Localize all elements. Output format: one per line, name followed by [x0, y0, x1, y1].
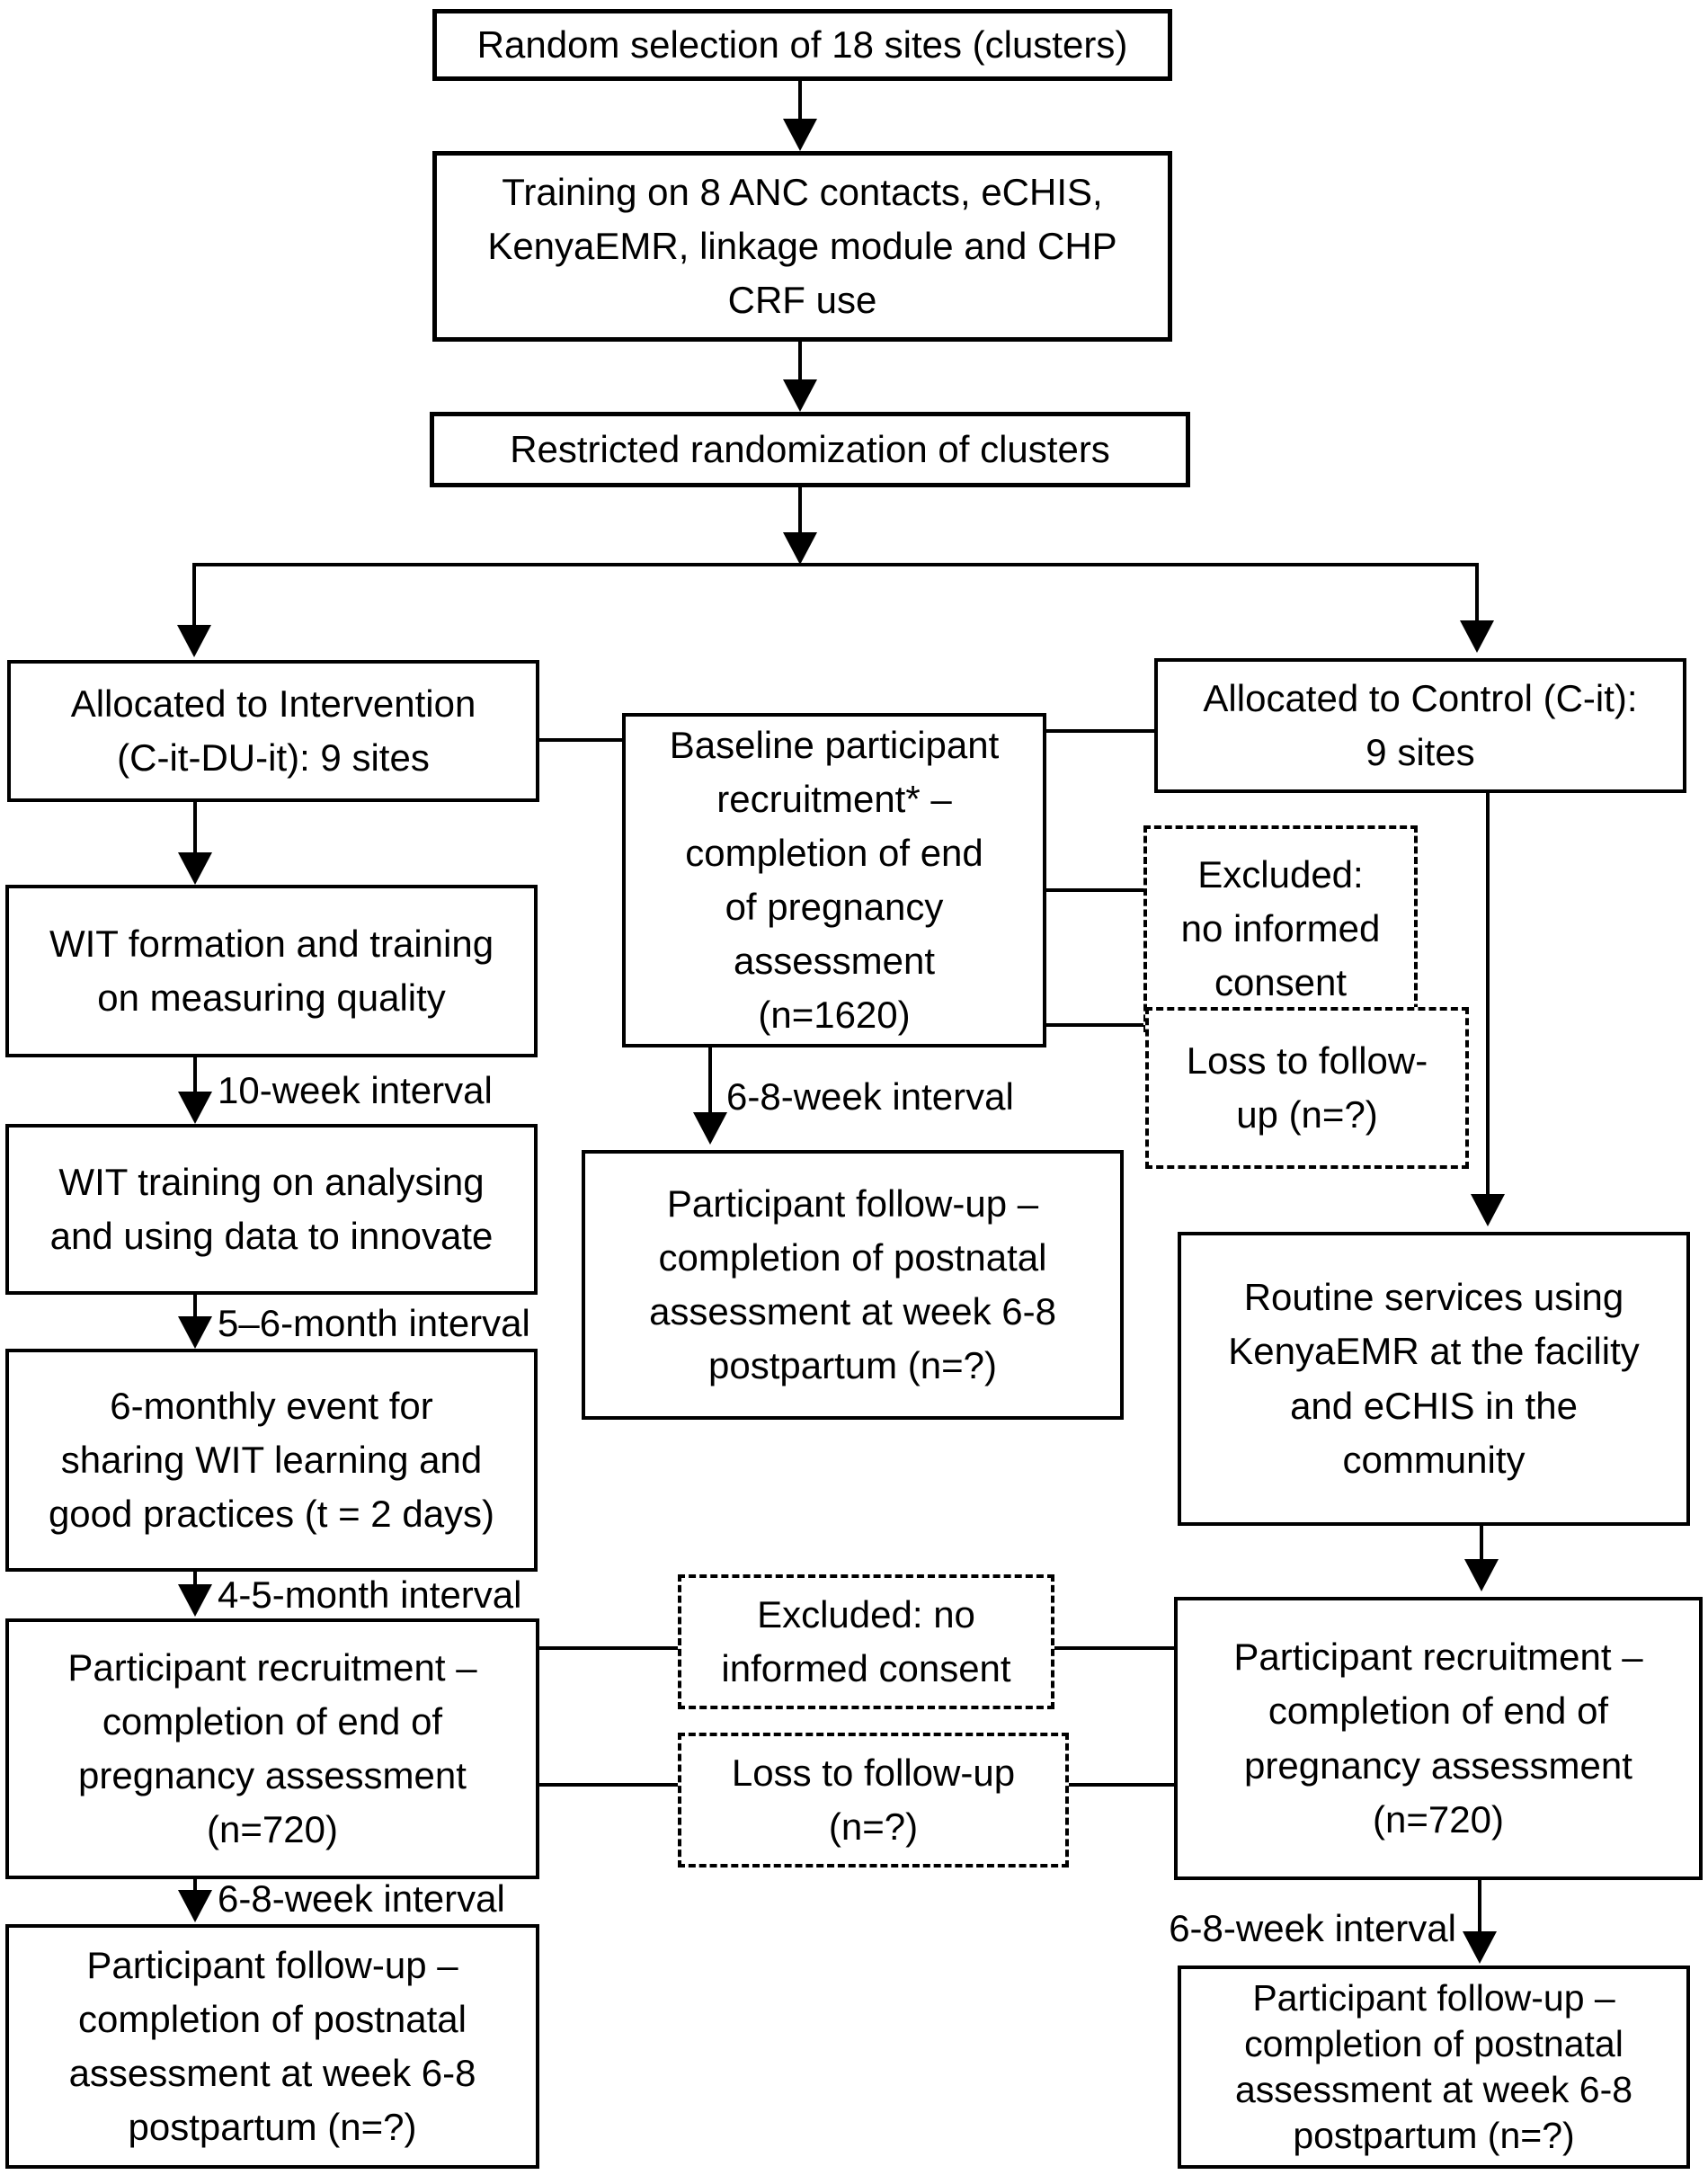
- label-interval-45month: 4-5-month interval: [218, 1573, 522, 1616]
- arrow-head-to-control: [1460, 620, 1494, 653]
- connector-baseline-control: [1046, 729, 1154, 733]
- arrow-head-to-intervention: [177, 625, 211, 657]
- arrow-line-control-routine: [1486, 793, 1490, 1194]
- box-allocated-control: Allocated to Control (C-it): 9 sites: [1154, 658, 1686, 793]
- connector-baseline-excluded: [1046, 888, 1143, 892]
- arrow-head-followup-intervention: [178, 1890, 212, 1922]
- connector-intervention-baseline: [539, 738, 622, 742]
- box-participant-followup-intervention: Participant follow-up – completion of po…: [5, 1924, 539, 2169]
- arrow-head-wit-training: [178, 1092, 212, 1124]
- arrow-line-top-2: [798, 342, 802, 381]
- label-interval-10week: 10-week interval: [218, 1069, 493, 1111]
- arrow-head-split: [783, 532, 817, 565]
- arrow-line-to-intervention: [192, 563, 196, 625]
- arrow-head-top-2: [783, 379, 817, 412]
- box-participant-followup-control: Participant follow-up – completion of po…: [1178, 1966, 1690, 2169]
- arrow-line-to-control: [1475, 563, 1479, 622]
- connector-loss-right: [1069, 1783, 1174, 1787]
- box-random-selection: Random selection of 18 sites (clusters): [432, 9, 1172, 81]
- arrow-line-top-1: [798, 81, 802, 126]
- box-participant-recruitment-intervention: Participant recruitment – completion of …: [5, 1618, 539, 1879]
- arrow-line-recruitment-intervention: [193, 1572, 197, 1586]
- box-six-monthly-event: 6-monthly event for sharing WIT learning…: [5, 1349, 538, 1572]
- connector-split-bar: [192, 563, 1479, 566]
- arrow-head-routine-recruitment: [1464, 1559, 1499, 1591]
- label-interval-left-68week: 6-8-week interval: [218, 1877, 505, 1920]
- arrow-line-baseline-followup: [708, 1047, 712, 1112]
- label-interval-mid-68week: 6-8-week interval: [726, 1075, 1014, 1118]
- label-interval-right-68week: 6-8-week interval: [1169, 1907, 1456, 1949]
- box-allocated-intervention: Allocated to Intervention (C-it-DU-it): …: [7, 660, 539, 802]
- connector-left-loss: [539, 1783, 678, 1787]
- box-wit-formation: WIT formation and training on measuring …: [5, 885, 538, 1057]
- label-interval-56month: 5–6-month interval: [218, 1302, 530, 1344]
- arrow-head-six-monthly: [178, 1316, 212, 1349]
- arrow-line-intervention-wit: [193, 802, 197, 854]
- box-training: Training on 8 ANC contacts, eCHIS, Kenya…: [432, 151, 1172, 342]
- connector-excluded-right: [1054, 1646, 1174, 1650]
- arrow-head-top-1: [783, 119, 817, 151]
- arrow-head-recruitment-intervention: [178, 1584, 212, 1617]
- arrow-line-followup-intervention: [193, 1879, 197, 1892]
- arrow-line-routine-recruitment: [1480, 1526, 1483, 1559]
- box-loss-followup-control: Loss to follow- up (n=?): [1145, 1007, 1469, 1169]
- box-participant-followup-mid: Participant follow-up – completion of po…: [582, 1150, 1124, 1420]
- box-baseline-recruitment: Baseline participant recruitment* – comp…: [622, 713, 1046, 1047]
- connector-left-excluded: [539, 1646, 678, 1650]
- box-excluded-control: Excluded: no informed consent: [1143, 825, 1418, 1032]
- arrow-line-followup-control: [1478, 1880, 1481, 1933]
- arrow-head-followup-control: [1463, 1931, 1497, 1964]
- connector-baseline-loss: [1046, 1023, 1145, 1027]
- arrow-line-six-monthly: [193, 1295, 197, 1318]
- arrow-head-intervention-wit: [178, 852, 212, 885]
- box-excluded-bottom: Excluded: no informed consent: [678, 1574, 1054, 1709]
- arrow-line-split: [798, 487, 802, 534]
- arrow-head-baseline-followup: [693, 1112, 727, 1145]
- arrow-line-wit-training: [193, 1057, 197, 1092]
- box-participant-recruitment-control: Participant recruitment – completion of …: [1174, 1597, 1703, 1880]
- box-wit-training: WIT training on analysing and using data…: [5, 1124, 538, 1295]
- box-restricted-randomization: Restricted randomization of clusters: [430, 412, 1190, 487]
- arrow-head-control-routine: [1471, 1194, 1505, 1226]
- box-routine-services: Routine services using KenyaEMR at the f…: [1178, 1232, 1690, 1526]
- box-loss-followup-bottom: Loss to follow-up (n=?): [678, 1733, 1069, 1867]
